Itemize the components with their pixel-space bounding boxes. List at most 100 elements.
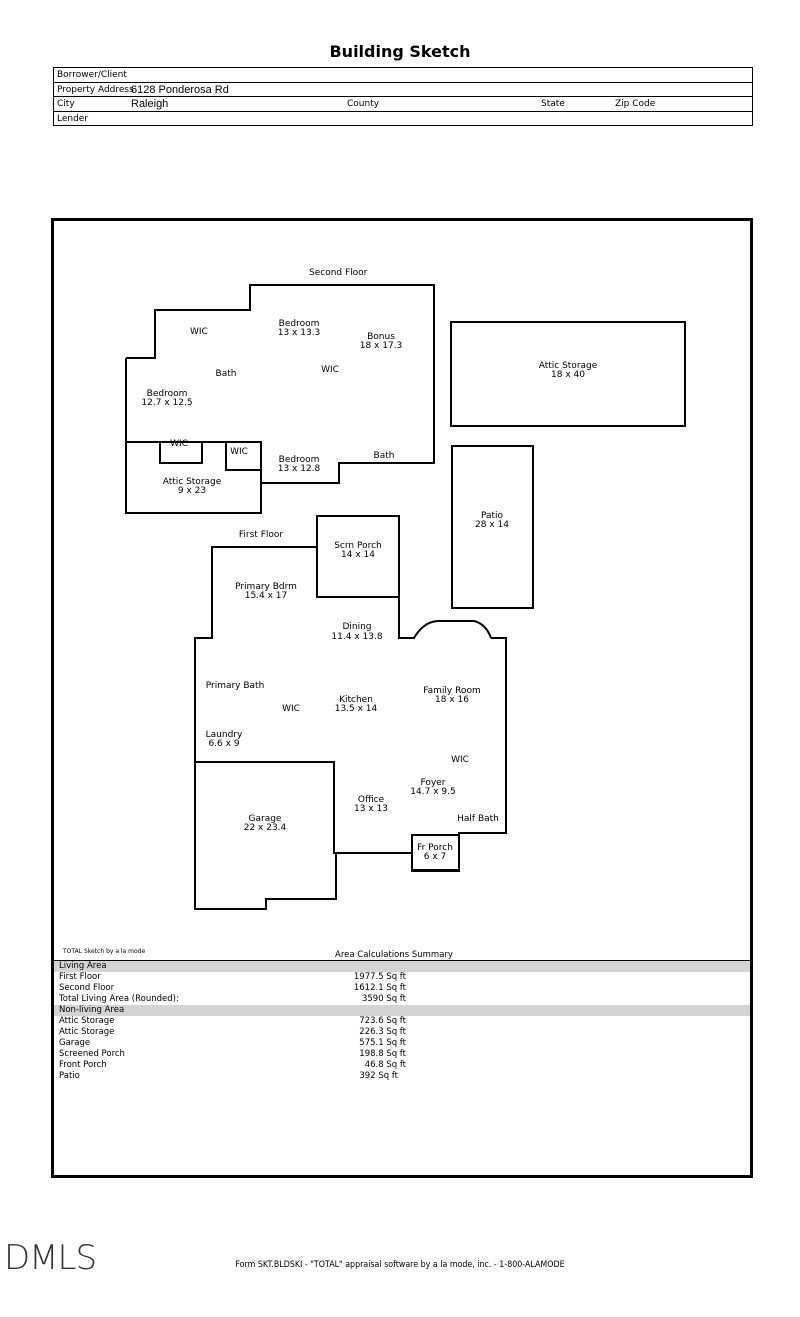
summary-row: Second Floor 1612.1 Sq ft (54, 983, 750, 994)
second-floor-label: Second Floor (309, 268, 368, 278)
summary-row: Garage 575.1 Sq ft (54, 1038, 750, 1049)
county-label: County (347, 99, 380, 109)
summary-row: Attic Storage 723.6 Sq ft (54, 1016, 750, 1027)
borrower-row: Borrower/Client (54, 68, 752, 83)
property-header: Borrower/Client Property Address 6128 Po… (53, 67, 753, 126)
lender-row: Lender (54, 112, 752, 127)
area-summary: Living Area First Floor 1977.5 Sq ft Sec… (54, 961, 750, 1082)
room-size: 13.5 x 14 (335, 704, 378, 714)
form-footer: Form SKT.BLDSKI - "TOTAL" appraisal soft… (235, 1260, 565, 1270)
room-size: 6.6 x 9 (208, 739, 239, 749)
floor-plan: Second Floor WIC Bedroom 13 x 13.3 Bonus… (125, 268, 686, 910)
area-label: Front Porch (59, 1060, 107, 1070)
room-bath: Bath (374, 451, 395, 461)
room-size: 18 x 40 (551, 370, 585, 380)
room-wic: WIC (321, 365, 339, 375)
screened-porch-outline (316, 515, 400, 598)
first-floor-label: First Floor (239, 530, 283, 540)
section-label: Living Area (59, 961, 107, 971)
room-size: 12.7 x 12.5 (141, 398, 192, 408)
room-size: 22 x 23.4 (244, 823, 287, 833)
attic-storage-small-outline (125, 442, 262, 514)
room-family-room: Family Room (423, 686, 480, 696)
room-size: 14.7 x 9.5 (410, 787, 455, 797)
city-row: City Raleigh County State Zip Code (54, 97, 752, 112)
room-size: 15.4 x 17 (245, 591, 288, 601)
room-office: Office (358, 795, 385, 805)
area-label: First Floor (59, 972, 101, 982)
room-size: 9 x 23 (178, 486, 206, 496)
front-porch-outline (411, 834, 460, 872)
room-bedroom: Bedroom (147, 389, 188, 399)
room-size: 11.4 x 13.8 (331, 632, 382, 642)
room-bath: Bath (216, 369, 237, 379)
address-label: Property Address (57, 84, 134, 95)
city-value: Raleigh (131, 98, 169, 110)
page-title: Building Sketch (329, 42, 471, 61)
summary-row: Screened Porch 198.8 Sq ft (54, 1049, 750, 1060)
zip-label: Zip Code (615, 99, 656, 109)
patio-outline (451, 445, 534, 609)
room-half-bath: Half Bath (457, 814, 499, 824)
area-label: Screened Porch (59, 1049, 125, 1059)
room-size: 18 x 16 (435, 695, 469, 705)
area-value: 1612.1 Sq ft (353, 983, 406, 993)
room-size: 13 x 13.3 (278, 328, 321, 338)
city-label: City (57, 99, 75, 109)
state-label: State (541, 99, 565, 109)
summary-row: Attic Storage 226.3 Sq ft (54, 1027, 750, 1038)
room-attic-storage: Attic Storage (163, 477, 222, 487)
summary-row: Patio 392 Sq ft (54, 1071, 750, 1082)
room-size: 18 x 17.3 (360, 341, 403, 351)
area-value: 575.1 Sq ft (359, 1038, 406, 1048)
sketch-frame: Second Floor WIC Bedroom 13 x 13.3 Bonus… (51, 218, 753, 1178)
area-value: 46.8 Sq ft (364, 1060, 406, 1070)
room-patio: Patio (481, 511, 504, 521)
dmls-watermark: DMLS (4, 1238, 97, 1278)
room-bedroom: Bedroom (279, 455, 320, 465)
room-wic: WIC (230, 447, 248, 457)
room-size: 6 x 7 (424, 852, 447, 862)
room-size: 13 x 12.8 (278, 464, 321, 474)
area-value: 723.6 Sq ft (359, 1016, 406, 1026)
attic-storage-large-outline (450, 321, 686, 427)
room-attic-storage: Attic Storage (539, 361, 598, 371)
area-value: 198.8 Sq ft (359, 1049, 406, 1059)
borrower-label: Borrower/Client (57, 70, 127, 80)
address-value: 6128 Ponderosa Rd (131, 83, 229, 96)
living-area-header: Living Area (54, 961, 750, 972)
summary-row: First Floor 1977.5 Sq ft (54, 972, 750, 983)
area-label: Attic Storage (59, 1016, 115, 1026)
area-label: Patio (59, 1071, 80, 1081)
room-size: 28 x 14 (475, 520, 509, 530)
area-label: Second Floor (59, 983, 115, 993)
room-scrn-porch: Scrn Porch (334, 541, 382, 551)
room-fr-porch: Fr Porch (417, 843, 453, 853)
room-wic: WIC (190, 327, 208, 337)
area-label: Garage (59, 1038, 91, 1048)
nonliving-area-header: Non-living Area (54, 1005, 750, 1016)
room-foyer: Foyer (421, 778, 446, 788)
area-value: 3590 Sq ft (361, 994, 406, 1004)
lender-label: Lender (57, 113, 89, 124)
room-wic: WIC (451, 755, 469, 765)
room-bedroom: Bedroom (279, 319, 320, 329)
room-bonus: Bonus (367, 332, 395, 342)
room-kitchen: Kitchen (339, 695, 373, 705)
room-wic: WIC (282, 704, 300, 714)
wic-notch (126, 441, 261, 471)
area-value: 392 Sq ft (359, 1071, 398, 1081)
garage-office-wall (195, 761, 412, 854)
area-value: 1977.5 Sq ft (353, 972, 406, 982)
room-primary-bath: Primary Bath (206, 681, 265, 691)
room-dining: Dining (342, 622, 371, 632)
room-size: 14 x 14 (341, 550, 375, 560)
area-label: Attic Storage (59, 1027, 115, 1037)
area-label: Total Living Area (Rounded): (59, 994, 179, 1004)
first-floor-outline (194, 546, 507, 910)
summary-row: Front Porch 46.8 Sq ft (54, 1060, 750, 1071)
second-floor-outline (125, 284, 435, 484)
section-label: Non-living Area (59, 1005, 125, 1015)
area-value: 226.3 Sq ft (359, 1027, 406, 1037)
room-garage: Garage (249, 814, 282, 824)
